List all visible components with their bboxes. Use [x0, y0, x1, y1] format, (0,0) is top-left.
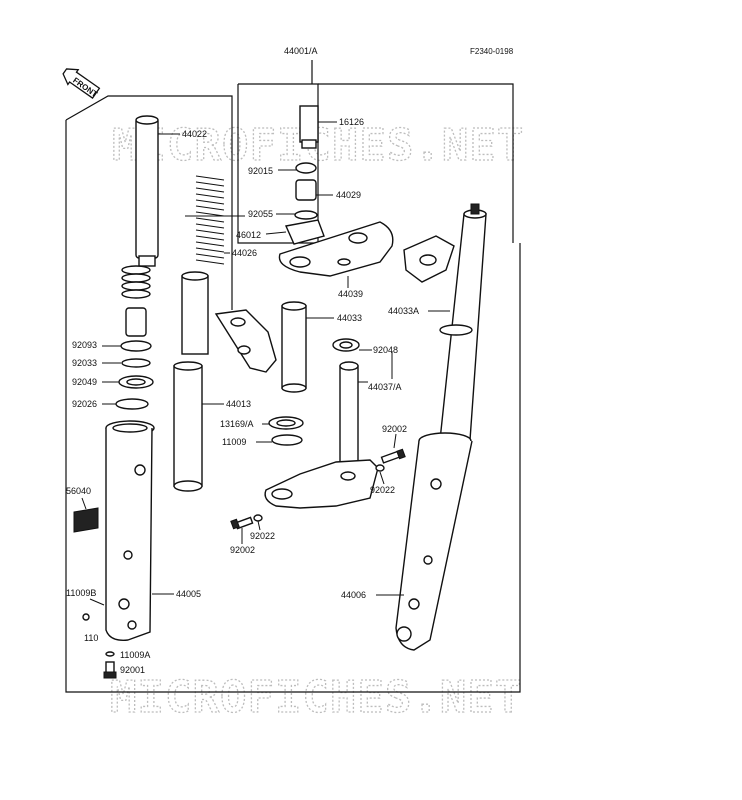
- bracket-46012: [265, 219, 325, 245]
- headlight-bracket-right: [403, 235, 455, 283]
- label-44005: 44005: [176, 589, 201, 599]
- label-92093: 92093: [72, 340, 97, 350]
- label-16126: 16126: [339, 117, 364, 127]
- bolt-16126: [299, 105, 337, 149]
- bolt-92001: [103, 661, 117, 679]
- lower-stem-44037A: [264, 361, 379, 509]
- label-13169A: 13169/A: [220, 419, 254, 429]
- label-92022-right: 92022: [370, 485, 395, 495]
- label-92048: 92048: [373, 345, 398, 355]
- label-11009B: 11009B: [66, 588, 96, 598]
- label-44022: 44022: [182, 129, 207, 139]
- seal-92049: [118, 375, 154, 389]
- bearing-92048: [332, 338, 372, 352]
- washer-92055: [276, 210, 318, 220]
- watermark-bottom: MICROFICHES.NET: [110, 672, 522, 723]
- label-92022-left: 92022: [250, 531, 275, 541]
- nut-92015: [278, 162, 317, 174]
- steering-stem-44033: [281, 301, 334, 393]
- label-44033: 44033: [337, 313, 362, 323]
- washer-11009B: [82, 613, 90, 621]
- label-92026: 92026: [72, 399, 97, 409]
- label-46012: 46012: [236, 230, 261, 240]
- label-92002-left: 92002: [230, 545, 255, 555]
- front-arrow-icon: FRONT: [62, 68, 101, 99]
- label-92055: 92055: [248, 209, 273, 219]
- label-11009: 11009: [222, 437, 246, 447]
- right-inner-tube-44033A: [428, 203, 487, 441]
- reflector-56040: [73, 507, 99, 533]
- label-92033: 92033: [72, 358, 97, 368]
- label-44026: 44026: [232, 248, 257, 258]
- small-spring: [121, 265, 151, 337]
- label-44037A: 44037/A: [368, 382, 402, 392]
- label-110: 110: [84, 633, 98, 643]
- washer-92022-right: [375, 464, 385, 485]
- label-44029: 44029: [336, 190, 361, 200]
- ring-92033: [121, 358, 151, 368]
- headlight-bracket-left: [214, 309, 277, 373]
- label-44006: 44006: [341, 590, 366, 600]
- label-56040: 56040: [66, 486, 91, 496]
- left-outer-tube-44005: [105, 420, 174, 641]
- washer-92093: [120, 340, 152, 352]
- label-44033A: 44033A: [388, 306, 419, 316]
- diagram-code: F2340-0198: [470, 47, 514, 56]
- assembly-frame: [65, 60, 521, 693]
- label-92049: 92049: [72, 377, 97, 387]
- bolt-92002-right: [380, 433, 406, 464]
- clip-92026: [115, 398, 149, 410]
- washer-11009A: [105, 651, 115, 657]
- fork-spring-44026: [195, 175, 230, 265]
- label-92001: 92001: [120, 665, 145, 675]
- label-44039: 44039: [338, 289, 363, 299]
- nut-44029: [295, 179, 333, 201]
- bolt-92002-left: [230, 516, 254, 544]
- label-11009A: 11009A: [120, 650, 150, 660]
- seal-13169A: [262, 416, 304, 430]
- bearing-11009: [256, 434, 303, 446]
- inner-tube-44013: [173, 271, 224, 492]
- label-92015: 92015: [248, 166, 273, 176]
- fork-cylinder-44022: [135, 115, 180, 267]
- right-outer-tube-44006: [376, 432, 473, 651]
- upper-bracket-44039: [278, 221, 394, 288]
- washer-92022-left: [253, 514, 263, 531]
- label-92002-right: 92002: [382, 424, 407, 434]
- assembly-label-44001A: 44001/A: [284, 46, 318, 56]
- label-44013: 44013: [226, 399, 251, 409]
